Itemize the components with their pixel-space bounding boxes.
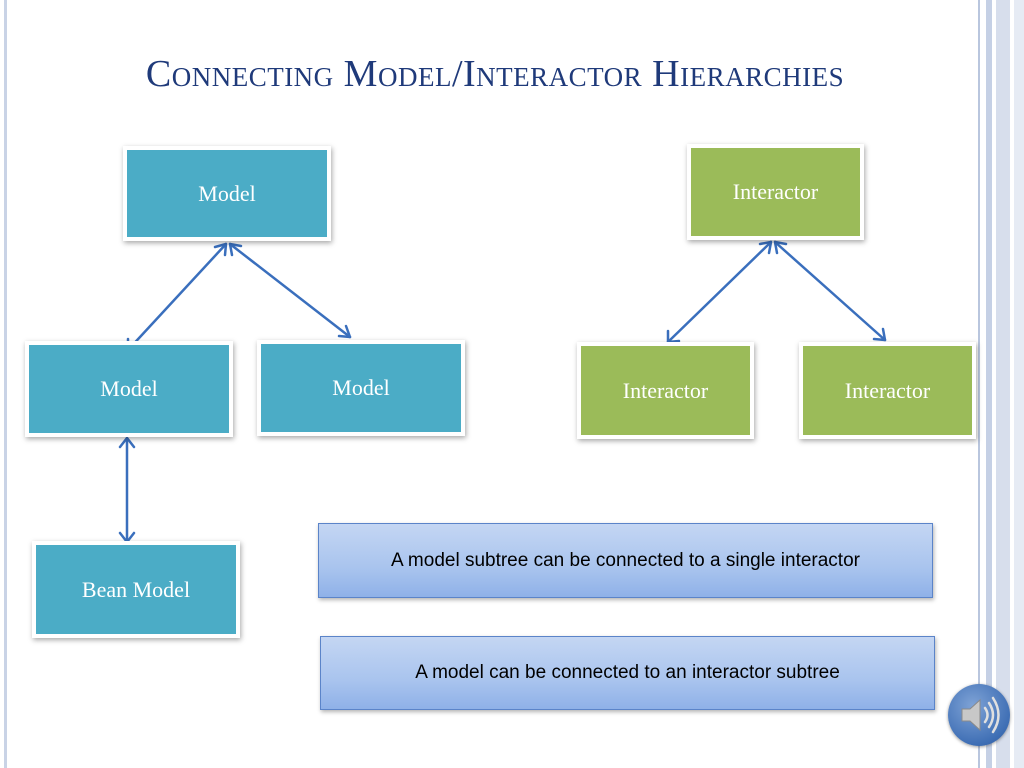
node-label: Model	[100, 376, 158, 401]
interactor-child-right-node: Interactor	[799, 342, 976, 439]
bean-model-node: Bean Model	[32, 541, 240, 638]
slide-border-right	[996, 0, 1010, 768]
arrow-interactor-root-to-right	[773, 240, 887, 342]
arrow-model-root-to-left	[126, 242, 228, 352]
arrowhead	[213, 242, 228, 257]
model-child-left-node: Model	[25, 341, 233, 437]
slide-border-right	[978, 0, 980, 768]
node-label: Model	[198, 180, 256, 206]
slide-border-right	[986, 0, 992, 768]
callout-model-subtree: A model subtree can be connected to a si…	[318, 523, 933, 598]
arrowhead	[773, 240, 788, 255]
slide-title: Connecting Model/Interactor Hierarchies	[145, 53, 845, 95]
node-label: Model	[332, 375, 390, 400]
speaker-glyph	[961, 696, 1000, 734]
interactor-root-node: Interactor	[687, 144, 864, 240]
arrowhead	[337, 324, 352, 339]
arrow-model-root-to-right	[228, 242, 352, 339]
model-child-right-node: Model	[257, 340, 465, 436]
arrow-interactor-root-to-left	[666, 240, 773, 344]
speaker-icon[interactable]	[948, 684, 1010, 746]
slide-border-left	[4, 0, 7, 768]
slide-border-right	[1014, 0, 1024, 768]
node-label: Interactor	[622, 377, 709, 403]
arrowhead	[228, 242, 243, 257]
callout-interactor-subtree: A model can be connected to an interacto…	[320, 636, 935, 710]
node-label: Interactor	[844, 377, 931, 403]
arrowhead	[872, 327, 887, 342]
callout-text: A model subtree can be connected to a si…	[391, 549, 860, 571]
arrowhead	[758, 240, 773, 255]
interactor-child-left-node: Interactor	[577, 342, 754, 439]
callout-text: A model can be connected to an interacto…	[415, 662, 840, 683]
node-label: Interactor	[732, 179, 819, 204]
node-label: Bean Model	[81, 576, 191, 602]
model-root-node: Model	[123, 146, 331, 241]
arrowhead	[118, 436, 136, 449]
